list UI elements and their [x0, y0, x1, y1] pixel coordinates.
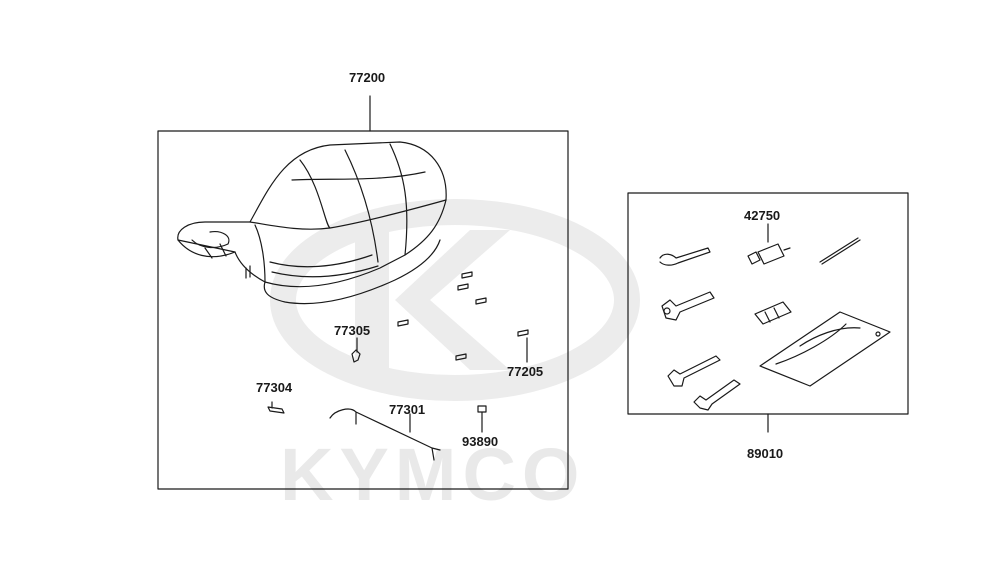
tool-bit	[819, 237, 861, 265]
tool-socket	[754, 301, 792, 325]
tool-box-wrench	[661, 291, 715, 321]
bolt-93890	[477, 405, 487, 419]
label-77304: 77304	[256, 380, 293, 395]
seat-drawing	[177, 141, 447, 305]
label-42750: 42750	[744, 208, 781, 223]
bracket-77304	[267, 401, 285, 414]
tool-pouch	[759, 311, 891, 387]
clip-77305	[351, 349, 361, 363]
seat-group-frame	[157, 130, 569, 490]
label-tool-kit: 89010	[747, 446, 784, 461]
tool-screwdriver-42750	[747, 243, 791, 265]
label-77301: 77301	[389, 402, 426, 417]
label-93890: 93890	[462, 434, 499, 449]
tool-open-wrench	[667, 355, 721, 387]
label-seat-assembly: 77200	[349, 70, 386, 85]
wire-77301	[329, 408, 441, 461]
label-77205: 77205	[507, 364, 544, 379]
label-77305: 77305	[334, 323, 371, 338]
seat-hardware	[397, 271, 529, 361]
tool-combination-wrench	[693, 379, 741, 411]
tool-spanner	[659, 247, 711, 266]
